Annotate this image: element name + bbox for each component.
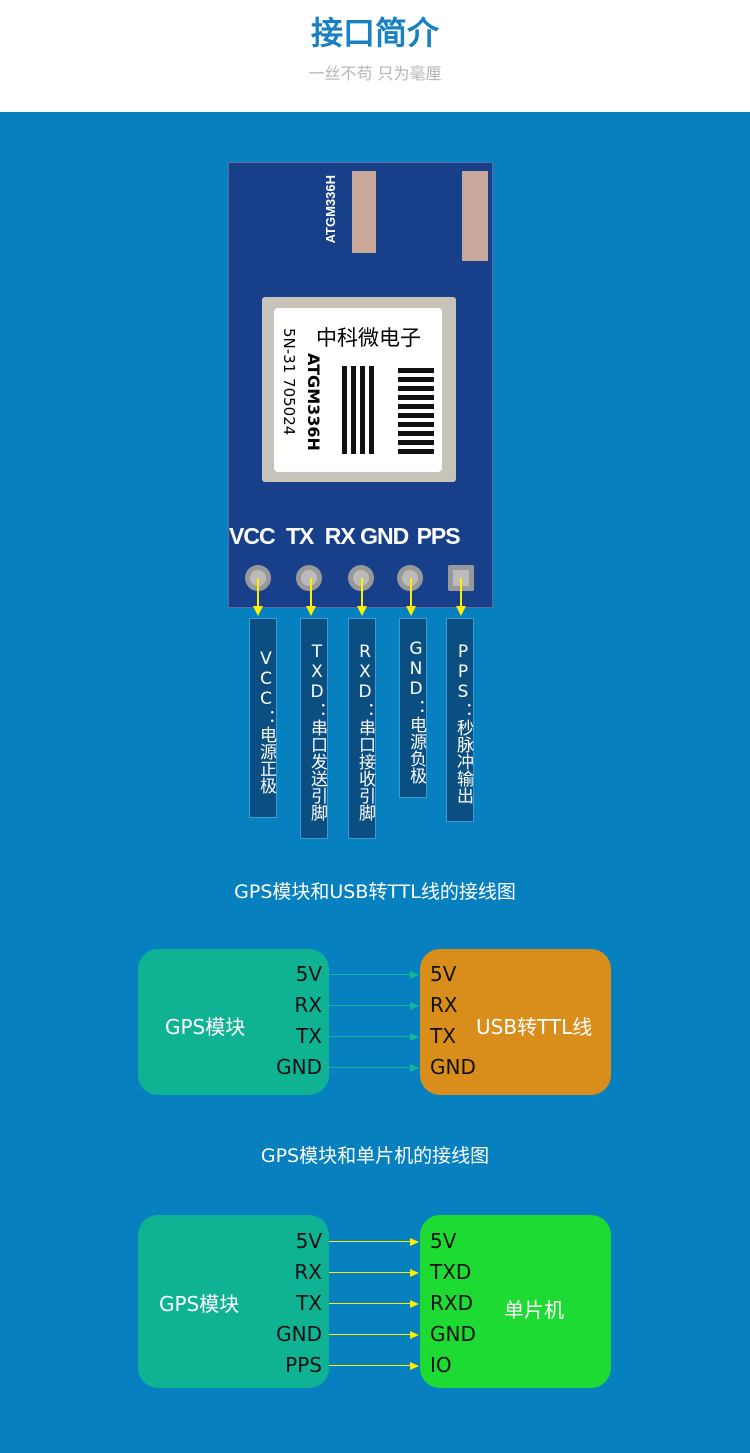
diagram2-caption: GPS模块和单片机的接线图 [260, 1145, 490, 1167]
arrow-right-icon [410, 1299, 419, 1308]
arrow-line [460, 578, 462, 608]
antenna-pad [462, 171, 488, 261]
arrow-down-icon [406, 606, 416, 616]
right-pin-label: GND [430, 1055, 476, 1079]
arrow-line [410, 578, 412, 608]
left-pin-label: 5V [295, 1229, 322, 1253]
arrow-right-icon [410, 1330, 419, 1339]
box-title: 单片机 [504, 1298, 564, 1322]
wire [329, 1272, 412, 1273]
pin-desc-txd: TXD：串口发送引脚 [300, 618, 328, 839]
pin-desc-pps: PPS：秒脉冲输出 [446, 618, 474, 822]
pin-desc-vcc: VCC：电源正极 [249, 618, 277, 818]
page-title: 接口简介 [310, 14, 439, 52]
header: 接口简介 一丝不苟 只为毫厘 [0, 0, 750, 112]
pin-hole-tx [296, 565, 322, 591]
chip-model: ATGM336H [304, 353, 323, 451]
arrow-down-icon [456, 606, 466, 616]
wire [329, 1005, 412, 1006]
arrow-right-icon [410, 1361, 419, 1370]
arrow-down-icon [306, 606, 316, 616]
arrow-right-icon [410, 1268, 419, 1277]
silk-pin: VCC [229, 523, 276, 549]
arrow-line [310, 578, 312, 608]
right-pin-label: TXD [430, 1260, 472, 1284]
wire [329, 1334, 412, 1335]
arrow-right-icon [410, 1063, 419, 1072]
right-pin-label: IO [430, 1353, 452, 1377]
silk-pin: PPS [416, 523, 461, 549]
right-pin-label: 5V [430, 1229, 457, 1253]
wire [329, 1365, 412, 1366]
usb-ttl-box: USB转TTL线 [420, 949, 611, 1095]
wire [329, 1303, 412, 1304]
silk-pin: GND [360, 523, 409, 549]
right-pin-label: TX [430, 1024, 456, 1048]
antenna-pad [352, 171, 376, 253]
chip-serial: 5N-31 705024 [280, 328, 298, 436]
right-pin-label: RXD [430, 1291, 473, 1315]
arrow-line [257, 578, 259, 608]
silk-pin: TX [285, 523, 314, 549]
silk-pin: RX [324, 523, 356, 549]
arrow-right-icon [410, 1001, 419, 1010]
left-pin-label: RX [294, 1260, 322, 1284]
left-pin-label: TX [296, 1024, 322, 1048]
left-pin-label: 5V [295, 962, 322, 986]
wire [329, 974, 412, 975]
arrow-down-icon [253, 606, 263, 616]
pin-desc-rxd: RXD：串口接收引脚 [348, 618, 376, 839]
left-pin-label: GND [276, 1055, 322, 1079]
silk-model: ATGM336H [323, 175, 338, 244]
arrow-down-icon [357, 606, 367, 616]
left-pin-label: GND [276, 1322, 322, 1346]
left-pin-label: RX [294, 993, 322, 1017]
arrow-right-icon [410, 1032, 419, 1041]
diagram1-caption: GPS模块和USB转TTL线的接线图 [234, 881, 516, 903]
box-title: GPS模块 [159, 1292, 240, 1316]
left-pin-label: PPS [285, 1353, 322, 1377]
qr-code [342, 366, 378, 454]
gps-module-box: GPS模块 [138, 949, 329, 1095]
wire [329, 1067, 412, 1068]
gps-module-box: GPS模块 [138, 1215, 329, 1388]
box-title: GPS模块 [165, 1015, 246, 1039]
chip-brand: 中科微电子 [316, 326, 421, 350]
page-subtitle: 一丝不苟 只为毫厘 [308, 64, 442, 83]
wire [329, 1241, 412, 1242]
arrow-right-icon [410, 1237, 419, 1246]
right-pin-label: RX [430, 993, 458, 1017]
right-pin-label: 5V [430, 962, 457, 986]
qr-code [398, 366, 434, 454]
left-pin-label: TX [296, 1291, 322, 1315]
wire [329, 1036, 412, 1037]
arrow-line [361, 578, 363, 608]
pin-desc-gnd: GND：电源负极 [399, 618, 427, 798]
box-title: USB转TTL线 [476, 1015, 593, 1039]
arrow-right-icon [410, 970, 419, 979]
chip-label: 中科微电子 ATGM336H 5N-31 705024 [274, 308, 442, 472]
mcu-box: 单片机 [420, 1215, 611, 1388]
silk-pin-labels: VCC TX RX GND PPS [229, 523, 461, 550]
right-pin-label: GND [430, 1322, 476, 1346]
